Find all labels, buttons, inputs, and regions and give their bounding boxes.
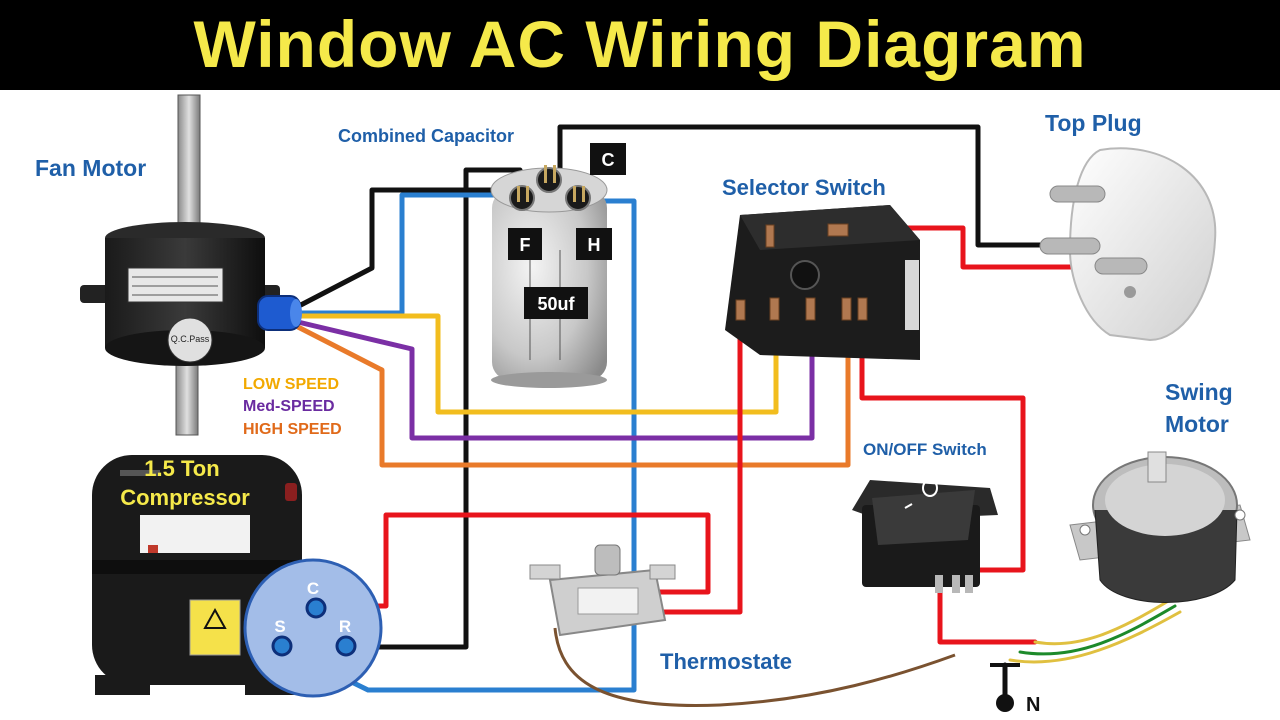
label-neutral: N: [1026, 694, 1040, 716]
label-top-plug: Top Plug: [1045, 110, 1142, 136]
label-selector-switch: Selector Switch: [722, 175, 886, 200]
swing-motor-icon: [1069, 451, 1251, 603]
compressor-terminal-c: C: [307, 579, 319, 598]
top-plug-icon: [1039, 147, 1217, 342]
wire-swing-yellow: [1033, 598, 1172, 646]
wire-red-selector-to-switch: [859, 309, 1026, 573]
cap-terminal-f: F: [520, 235, 531, 255]
cap-terminal-h: H: [588, 235, 601, 255]
compressor-icon: [92, 455, 383, 698]
compressor-terminal-s: S: [274, 617, 285, 636]
label-on-off-switch: ON/OFF Switch: [863, 440, 987, 459]
compressor-terminal-r: R: [339, 617, 351, 636]
cap-terminal-c-badge: [590, 143, 626, 175]
neutral-terminal-icon: [996, 694, 1014, 712]
thermostat-icon: [529, 544, 956, 708]
cap-terminal-h-badge: [576, 228, 612, 260]
wire-purple-med-speed: [295, 307, 815, 441]
wire-red-selector-to-thermostat: [657, 309, 743, 615]
wire-red-switch-to-neutral: [937, 575, 1038, 645]
label-fan-motor: Fan Motor: [35, 155, 146, 181]
cap-terminal-f-badge: [508, 228, 542, 260]
wire-yellow-low-speed: [295, 307, 779, 415]
cap-rating: 50uf: [537, 294, 575, 314]
wire-swing-green: [1018, 604, 1177, 656]
wire-orange-high-speed: [295, 307, 851, 468]
label-med-speed: Med-SPEED: [243, 398, 335, 415]
on-off-switch-icon: [852, 479, 998, 593]
label-low-speed: LOW SPEED: [243, 376, 339, 393]
wire-swing-yellow-2: [1008, 610, 1182, 664]
title-bar: Window AC Wiring Diagram: [0, 0, 1280, 90]
cap-terminal-c: C: [602, 150, 615, 170]
label-compressor-line1: 1.5 Ton: [144, 456, 219, 481]
compressor-terminal-c-dot: [305, 597, 327, 619]
label-swing-motor-line1: Swing: [1165, 379, 1233, 405]
label-combined-capacitor: Combined Capacitor: [338, 126, 514, 146]
cap-rating-badge: [524, 287, 588, 319]
capacitor-icon: [490, 165, 608, 388]
compressor-terminal-r-dot: [335, 635, 357, 657]
label-swing-motor-line2: Motor: [1165, 411, 1229, 437]
svg-text:Q.C.Pass: Q.C.Pass: [171, 334, 210, 344]
label-compressor-line2: Compressor: [120, 485, 250, 510]
fan-motor-icon: Q.C.Pass: [80, 94, 302, 436]
wire-black-fan-to-plug: [292, 124, 1046, 311]
label-thermostat: Thermostate: [660, 649, 792, 674]
compressor-terminal-s-dot: [271, 635, 293, 657]
label-high-speed: HIGH SPEED: [243, 421, 342, 438]
selector-switch-icon: [725, 205, 920, 360]
wire-black-compressor-r: [347, 167, 523, 650]
wire-blue-fan-to-cap: [295, 192, 518, 316]
diagram-title: Window AC Wiring Diagram: [193, 7, 1087, 81]
